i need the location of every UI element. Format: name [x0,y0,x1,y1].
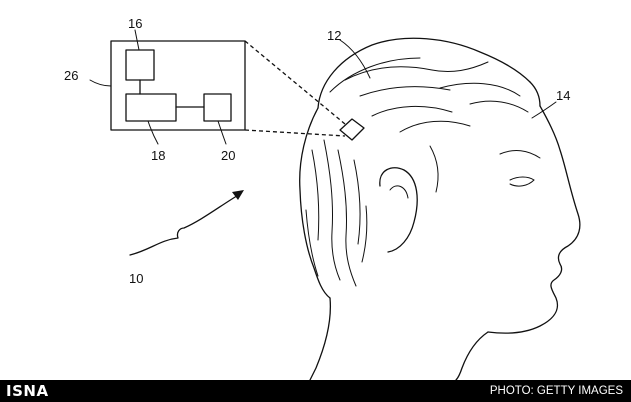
hair-strand [399,120,471,133]
photo-credit: PHOTO: GETTY IMAGES [489,385,623,397]
hair-strand [323,139,341,281]
hair-strand [329,57,421,93]
eyebrow [499,150,541,159]
hair-strand [429,145,439,193]
leader-16 [134,29,140,51]
module-20 [203,93,232,122]
leader-14 [531,101,557,119]
label-16: 16 [128,16,142,31]
hair-strand [337,149,357,287]
hair-strand [469,100,529,113]
label-18: 18 [151,148,165,163]
hair-strand [439,82,521,97]
label-10: 10 [129,271,143,286]
neck-back [309,297,332,380]
ear-inner [389,185,409,199]
hair-strand [344,61,489,81]
hair-strand [305,209,319,277]
brand-logo: ISNA [6,382,49,400]
leader-12 [339,39,371,79]
head-drawing [299,37,581,380]
module-16 [125,49,155,81]
hair-front [529,81,541,107]
system-outline [110,40,246,131]
hair-back [299,107,331,299]
eye [509,176,535,187]
label-26: 26 [64,68,78,83]
label-14: 14 [556,88,570,103]
device-12 [339,118,365,141]
module-18 [125,93,177,122]
leader-18 [147,120,159,145]
leader-26 [89,79,112,87]
hair-top [317,37,531,109]
arrow-10-head [232,190,244,200]
projection-top [244,40,346,125]
hair-strand [353,159,361,245]
hair-strand [359,86,451,97]
system-box [110,40,246,131]
arrow-10-shaft [129,193,241,256]
hair-strand [311,149,320,241]
hair-strand [361,205,368,263]
patent-drawing: 14 12 26 16 18 20 10 [64,16,581,380]
ear [379,167,418,253]
projection-bottom [244,129,346,137]
face-profile [487,105,581,334]
jaw-neck [455,331,489,380]
label-12: 12 [327,28,341,43]
label-20: 20 [221,148,235,163]
footer-bar: ISNA PHOTO: GETTY IMAGES [0,380,631,402]
leader-20 [217,120,227,145]
hair-strand [371,105,453,117]
